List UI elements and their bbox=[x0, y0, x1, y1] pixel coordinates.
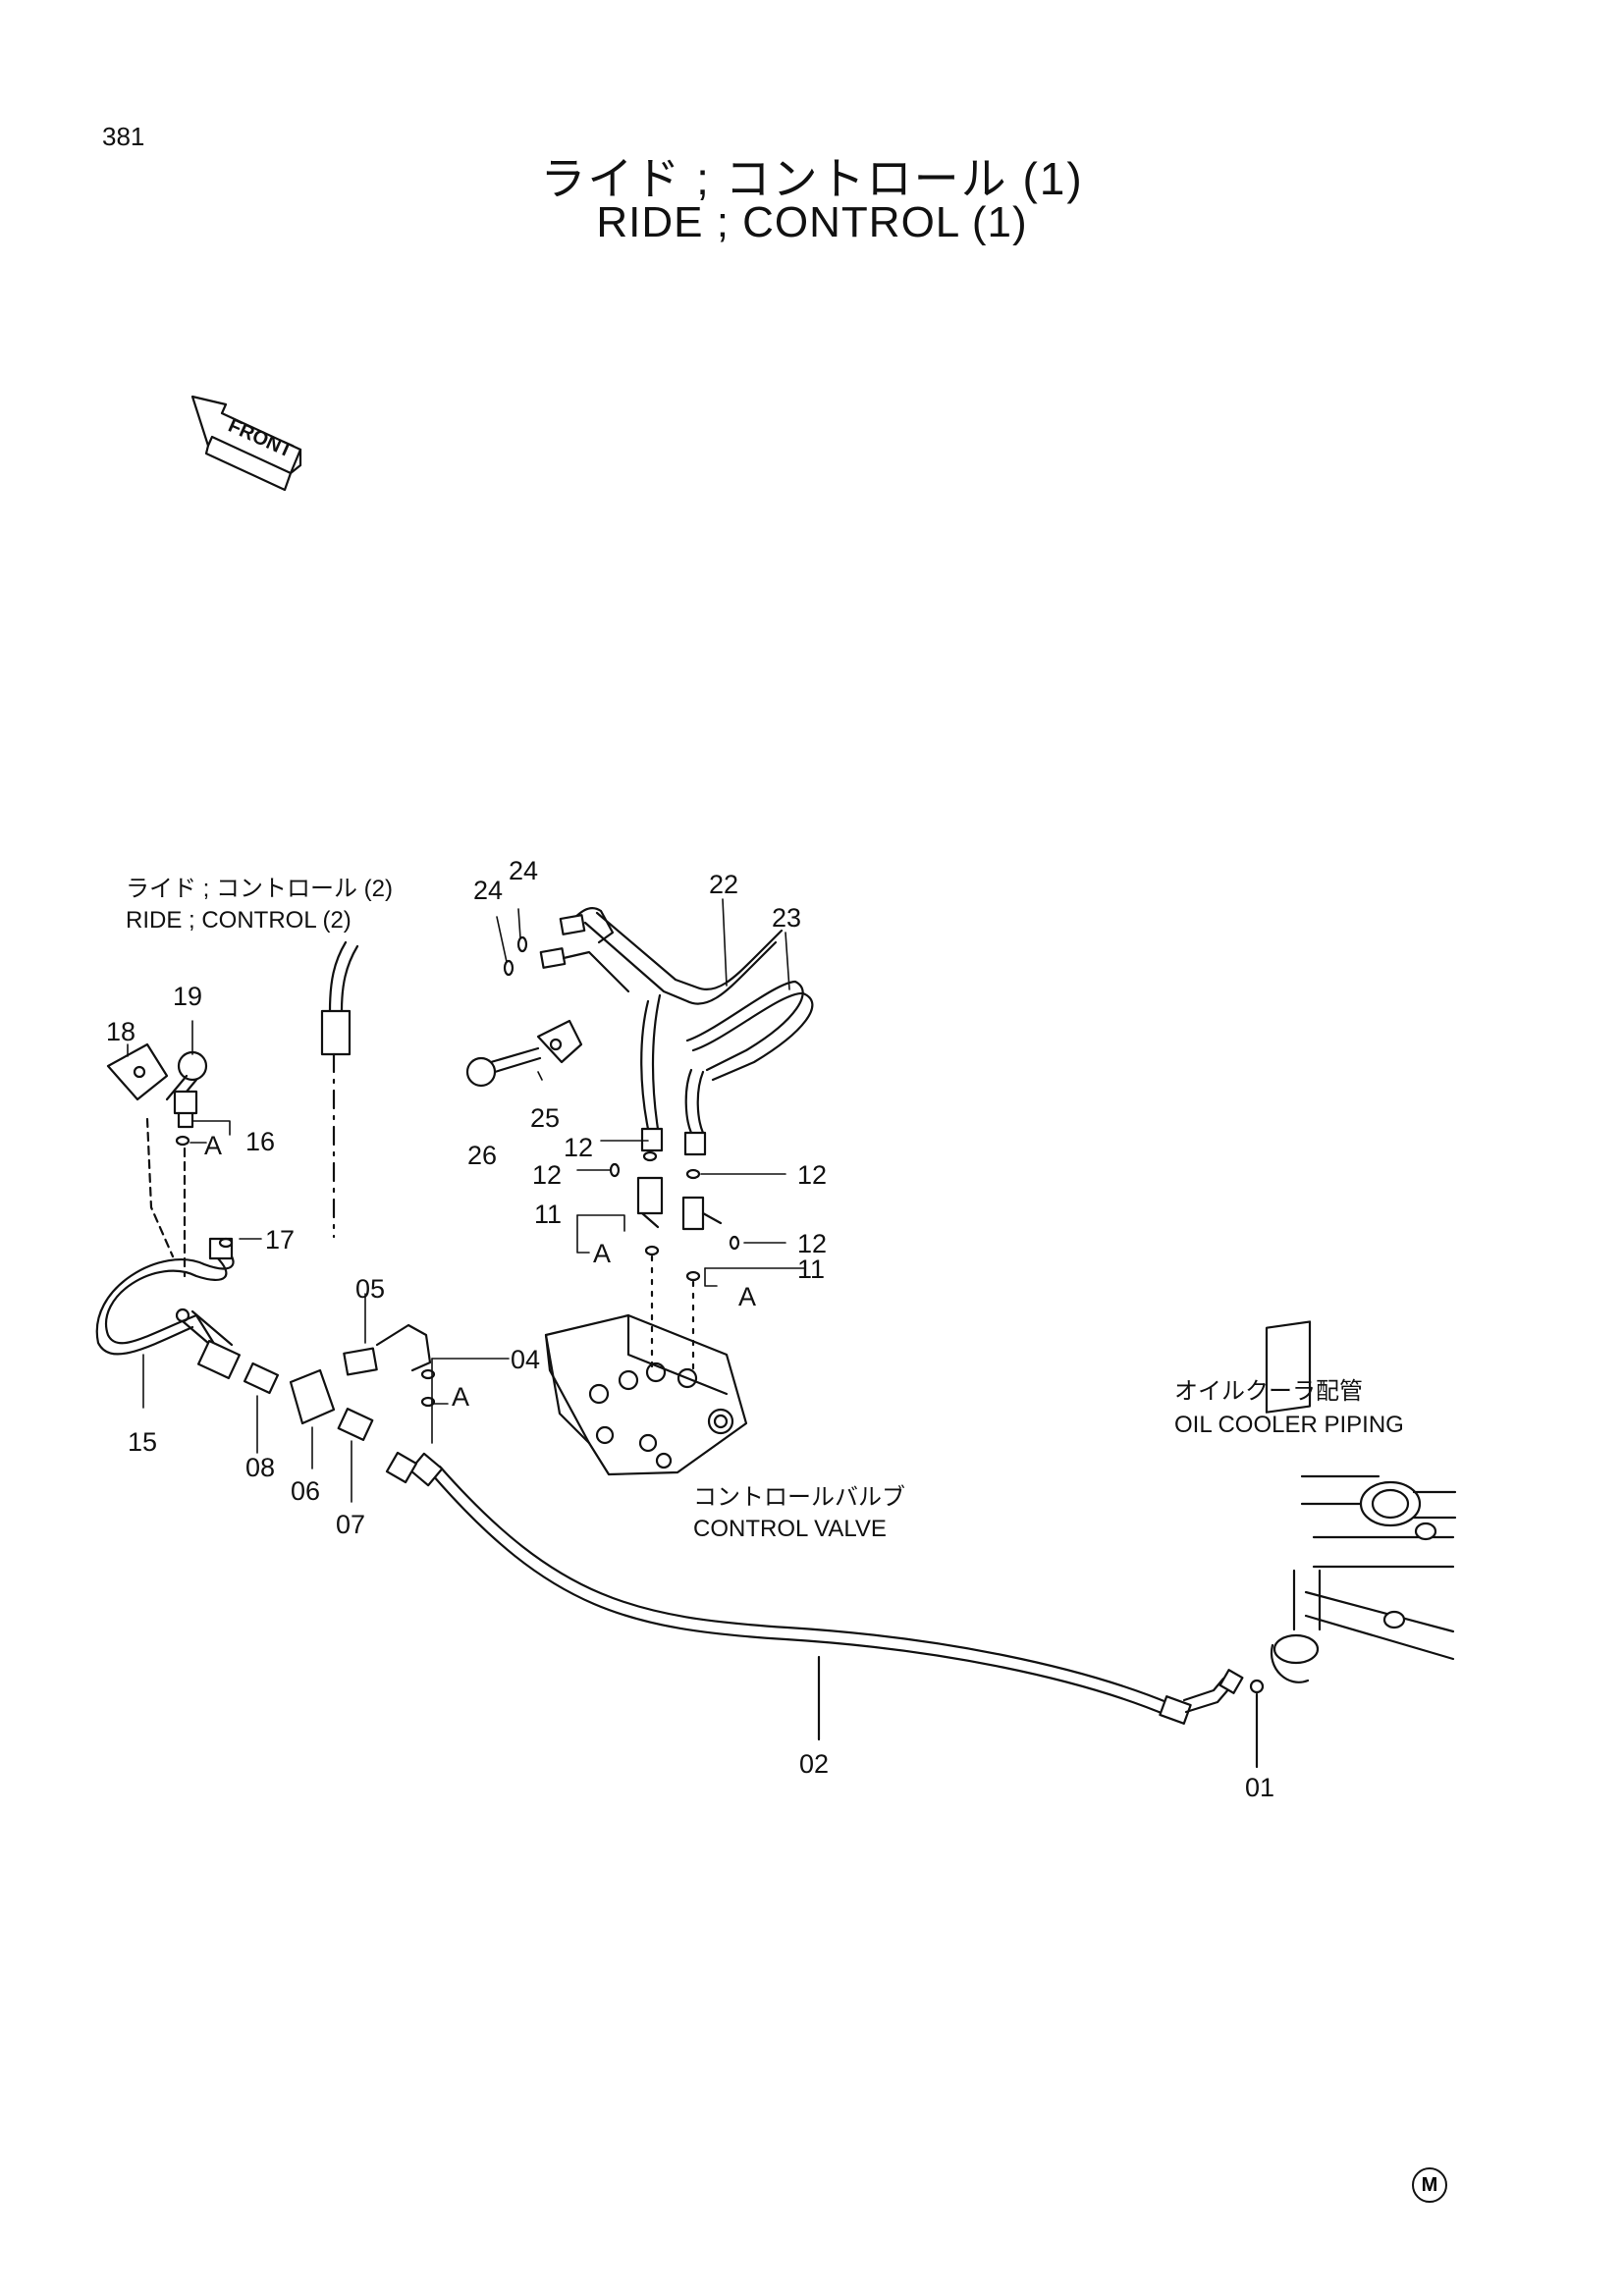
callout-a1: A bbox=[204, 1131, 222, 1160]
pipe-23 bbox=[683, 980, 814, 1156]
m-mark-icon: M bbox=[1412, 2167, 1447, 2203]
front-arrow-icon: FRONT bbox=[190, 395, 302, 492]
oring-17 bbox=[218, 1237, 234, 1249]
callout-01: 01 bbox=[1245, 1773, 1274, 1802]
title-english: RIDE ; CONTROL (1) bbox=[596, 198, 1028, 246]
oil-cooler-label-jp: オイルクーラ配管 bbox=[1174, 1378, 1363, 1405]
dash-leader-18 bbox=[145, 1117, 175, 1258]
oil-cooler-piping bbox=[1249, 1320, 1457, 1694]
callout-07: 07 bbox=[336, 1510, 365, 1539]
callout-12b: 12 bbox=[532, 1160, 562, 1190]
callout-24b: 24 bbox=[473, 876, 503, 905]
clamp-18 bbox=[106, 1042, 169, 1101]
clamp-25 bbox=[536, 1019, 583, 1064]
callout-11b: 11 bbox=[797, 1255, 825, 1284]
callout-16: 16 bbox=[245, 1127, 275, 1156]
callout-15: 15 bbox=[128, 1427, 157, 1457]
pipe-15 bbox=[95, 1237, 235, 1357]
oring-a-left bbox=[175, 1135, 190, 1147]
callout-numbers: 01 02 04 05 06 07 08 11 11 12 12 12 12 1… bbox=[106, 856, 1274, 1802]
callout-06: 06 bbox=[291, 1476, 320, 1506]
callout-22: 22 bbox=[709, 870, 738, 899]
oil-cooler-label-en: OIL COOLER PIPING bbox=[1174, 1412, 1404, 1438]
callout-17: 17 bbox=[265, 1225, 295, 1255]
callout-a3: A bbox=[738, 1282, 756, 1311]
callout-19: 19 bbox=[173, 982, 202, 1011]
page-number: 381 bbox=[102, 122, 145, 151]
control-valve-label-jp: コントロールバルブ bbox=[693, 1484, 905, 1511]
callout-24a: 24 bbox=[509, 856, 538, 885]
fittings-chain bbox=[196, 1323, 436, 1484]
pipe-22 bbox=[583, 911, 784, 1152]
control-valve bbox=[544, 1313, 748, 1476]
callout-25: 25 bbox=[530, 1103, 560, 1133]
callout-12a: 12 bbox=[564, 1133, 593, 1162]
elbow-fittings-24 bbox=[503, 907, 630, 993]
callout-12d: 12 bbox=[797, 1229, 827, 1258]
callout-11a: 11 bbox=[534, 1200, 562, 1229]
fittings-11-12 bbox=[609, 1150, 740, 1376]
ref-ride-control-2-jp: ライド ; コントロール (2) bbox=[126, 876, 394, 902]
plug-16 bbox=[173, 1090, 198, 1129]
callout-05: 05 bbox=[355, 1274, 385, 1304]
ref-ride-control-2-en: RIDE ; CONTROL (2) bbox=[126, 907, 352, 934]
callout-a2: A bbox=[593, 1239, 611, 1268]
control-valve-label-en: CONTROL VALVE bbox=[693, 1516, 887, 1542]
callout-26: 26 bbox=[467, 1141, 497, 1170]
bolt-26 bbox=[465, 1046, 542, 1088]
ride-control-2-stub bbox=[320, 940, 359, 1239]
callout-04: 04 bbox=[511, 1345, 540, 1374]
callout-a4: A bbox=[452, 1382, 469, 1412]
callout-23: 23 bbox=[772, 903, 801, 933]
callout-12c: 12 bbox=[797, 1160, 827, 1190]
callout-02: 02 bbox=[799, 1749, 829, 1779]
callout-18: 18 bbox=[106, 1017, 135, 1046]
hose-02 bbox=[408, 1452, 1244, 1725]
callout-leaders bbox=[127, 898, 806, 1503]
title-japanese: ライド ; コントロール (1) bbox=[540, 153, 1084, 204]
callout-08: 08 bbox=[245, 1453, 275, 1482]
